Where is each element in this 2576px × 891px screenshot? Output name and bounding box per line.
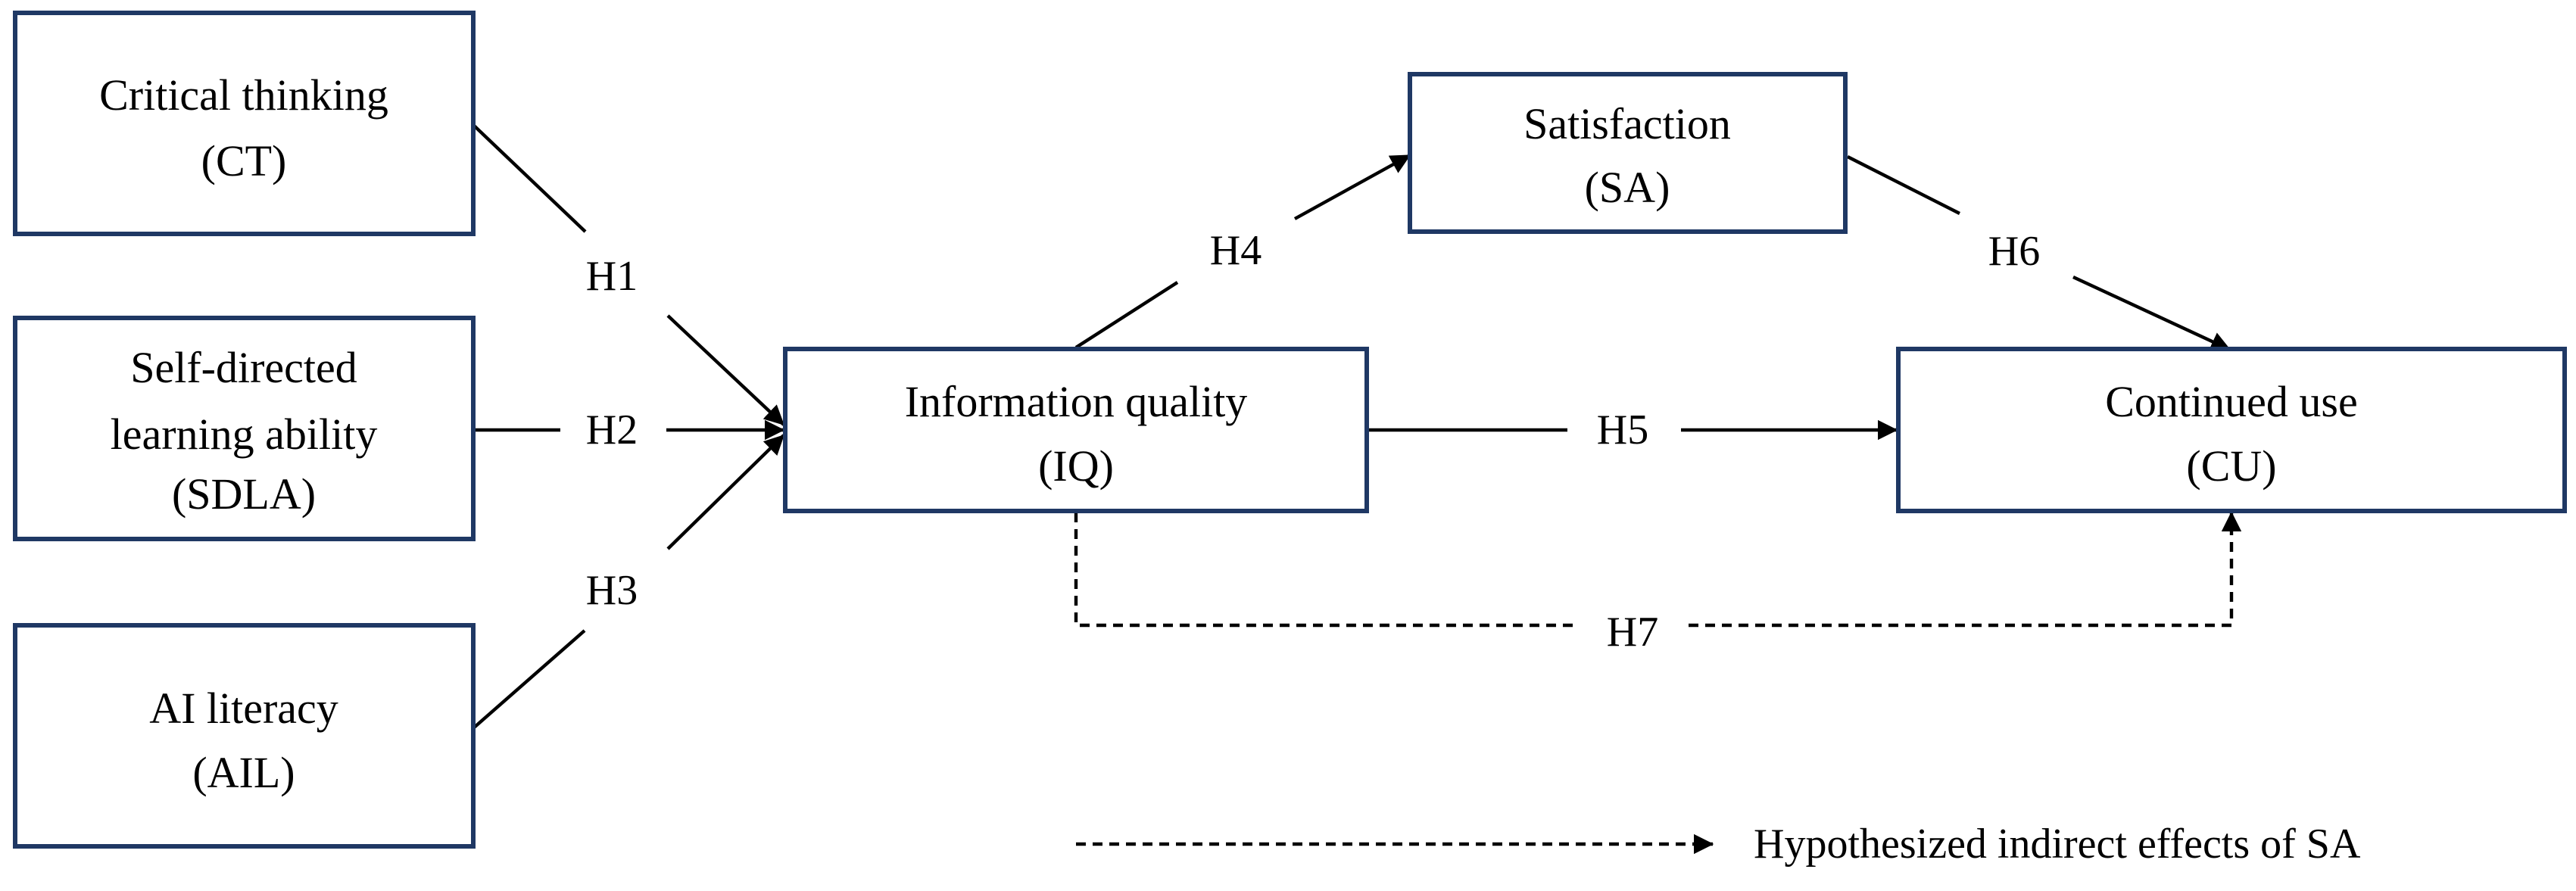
edge-h7: H7 [1074, 511, 2242, 656]
node-continued-use: Continued use (CU) [1896, 347, 2567, 513]
node-information-quality-abbr: (IQ) [1038, 441, 1114, 491]
edge-h1-segment-a [472, 123, 587, 233]
edge-h4: H4 [1074, 154, 1411, 349]
edge-h3-arrow [666, 434, 785, 550]
node-ai-literacy: AI literacy (AIL) [13, 623, 476, 849]
node-critical-thinking: Critical thinking (CT) [13, 11, 476, 236]
edge-h1-arrow [666, 314, 785, 426]
edge-h3-segment-a [472, 629, 586, 730]
edge-h7-segment-a [1074, 512, 1575, 628]
edge-h4-arrow [1293, 154, 1411, 220]
node-satisfaction-abbr: (SA) [1585, 163, 1670, 212]
node-self-directed-learning: Self-directed learning ability (SDLA) [13, 316, 476, 541]
legend: Hypothesized indirect effects of SA [1076, 821, 2361, 868]
node-ai-literacy-title: AI literacy [149, 684, 338, 733]
h6-label: H6 [1988, 228, 2040, 275]
node-critical-thinking-title: Critical thinking [99, 70, 388, 120]
legend-indirect-label: Hypothesized indirect effects of SA [1754, 821, 2361, 868]
node-continued-use-title: Continued use [2105, 377, 2357, 426]
node-ai-literacy-abbr: (AIL) [192, 748, 295, 797]
node-information-quality: Information quality (IQ) [783, 347, 1369, 513]
node-satisfaction: Satisfaction (SA) [1408, 72, 1848, 234]
node-critical-thinking-abbr: (CT) [201, 136, 287, 185]
h7-label: H7 [1607, 609, 1658, 656]
edge-h4-segment-a [1074, 281, 1179, 349]
h1-label: H1 [586, 253, 638, 300]
edge-h5: H5 [1369, 407, 1898, 453]
node-information-quality-title: Information quality [905, 377, 1248, 426]
h3-label: H3 [586, 567, 638, 614]
edge-h6-arrow [2072, 276, 2231, 351]
edge-h2: H2 [476, 407, 785, 453]
h2-label: H2 [586, 407, 638, 453]
h4-label: H4 [1210, 227, 1261, 274]
node-continued-use-abbr: (CU) [2186, 441, 2276, 491]
edge-h6: H6 [1847, 155, 2231, 351]
node-self-directed-learning-line1: Self-directed [130, 343, 357, 392]
node-self-directed-learning-line2: learning ability [111, 410, 378, 459]
node-satisfaction-title: Satisfaction [1523, 99, 1731, 148]
edge-h1: H1 [472, 123, 785, 426]
edge-h6-segment-a [1847, 155, 1960, 215]
node-self-directed-learning-abbr: (SDLA) [172, 469, 316, 519]
edge-h7-arrow [1689, 511, 2242, 628]
edge-h3: H3 [472, 434, 785, 730]
h5-label: H5 [1597, 407, 1648, 453]
